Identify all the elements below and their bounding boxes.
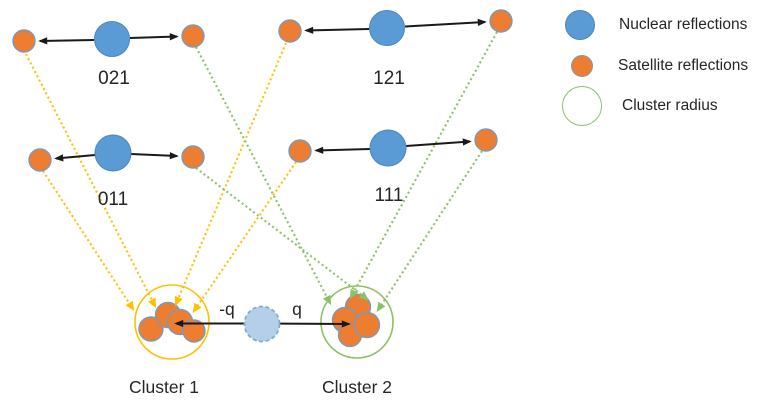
q-label: q [292, 299, 302, 319]
minus-q-label: -q [219, 299, 235, 319]
map-arrow-111-left-to-cluster1 [192, 161, 297, 313]
satellite-reflection-swatch-icon [571, 55, 593, 77]
map-arrow-011-right-to-cluster2 [195, 167, 369, 301]
reflection-group-111: 111 [288, 128, 498, 206]
reflection-group-121: 121 [278, 9, 513, 89]
map-arrow-111-right-to-cluster2 [376, 150, 483, 312]
nuclear-reflection-swatch-icon [565, 10, 595, 40]
cluster1-satellite-4 [182, 319, 206, 343]
reflection-group-021: 021 [12, 21, 205, 89]
legend-label-nuclear: Nuclear reflections [619, 16, 748, 33]
q-arrow-111-left [314, 146, 371, 154]
satellite-reflection-011-right [181, 145, 205, 169]
q-arrow-011-right [130, 152, 179, 160]
map-arrow-121-left-to-cluster1 [174, 42, 287, 307]
satellite-reflection-011-left [28, 148, 52, 172]
map-arrow-011-left-to-cluster1 [42, 170, 135, 311]
cluster2-satellite-4 [353, 311, 381, 339]
group-label-121: 121 [373, 68, 405, 89]
cluster2-radius-ring [320, 285, 394, 359]
legend: Nuclear reflections Satellite reflection… [545, 0, 774, 140]
cluster-2 [320, 285, 394, 359]
q-arrow-111-right [405, 138, 472, 147]
cluster2-label: Cluster 2 [322, 377, 392, 397]
reflection-group-011: 011 [28, 134, 205, 210]
cluster1-satellite-1 [138, 316, 164, 342]
satellite-reflection-021-right [181, 24, 205, 48]
legend-item-nuclear: Nuclear reflections [565, 10, 747, 40]
q-arrow-021-right [129, 33, 179, 41]
legend-item-satellite: Satellite reflections [571, 55, 748, 77]
nuclear-reflection-011 [94, 134, 132, 172]
satellite-reflection-021-left [12, 29, 36, 53]
legend-label-satellite: Satellite reflections [618, 57, 749, 74]
nuclear-reflection-111 [369, 129, 407, 167]
satellite-reflection-121-left [278, 19, 302, 43]
group-label-011: 011 [98, 189, 128, 210]
map-arrow-021-right-to-cluster2 [195, 46, 332, 306]
q-arrow-011-left [54, 154, 96, 162]
q-arrow-121-left [304, 26, 370, 34]
cluster1-label: Cluster 1 [129, 377, 199, 397]
group-label-111: 111 [375, 185, 404, 206]
cluster-1 [134, 284, 210, 360]
satellite-reflection-121-right [489, 9, 513, 33]
satellite-reflection-111-left [288, 139, 312, 163]
legend-label-cluster-radius: Cluster radius [622, 97, 718, 114]
q-arrow-021-left [38, 37, 95, 45]
satellite-reflection-111-right [474, 128, 498, 152]
cluster-radius-swatch-icon [562, 86, 602, 126]
legend-item-cluster-radius: Cluster radius [562, 86, 718, 126]
nuclear-reflection-121 [369, 10, 405, 46]
cluster1-radius-ring [134, 284, 210, 360]
nuclear-position-dashed-circle [243, 305, 281, 343]
map-arrow-021-left-to-cluster1 [25, 53, 157, 309]
nuclear-reflection-021 [94, 21, 130, 57]
q-arrow-121-right [404, 18, 487, 28]
group-label-021: 021 [98, 68, 130, 89]
